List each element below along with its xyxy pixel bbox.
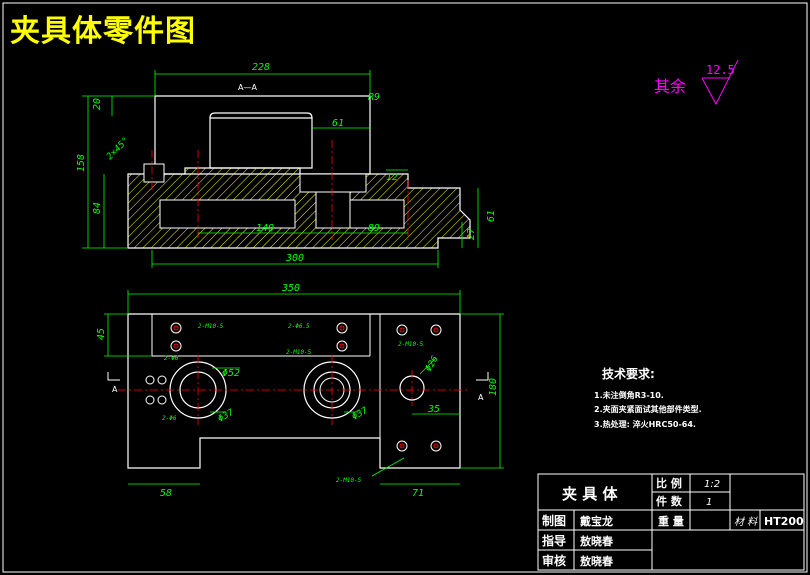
title-block-grid [537, 473, 805, 571]
dim-radius-top: R9 [368, 92, 380, 103]
plan-dimension-lines [104, 290, 504, 485]
dim-base-height: 84 [92, 202, 103, 214]
part-name: 夹 具 体 [562, 485, 618, 503]
qty-label: 件 数 [656, 494, 683, 508]
review-label: 审核 [542, 553, 566, 568]
surface-finish-symbol [701, 59, 739, 106]
hole-note-7: 2-M10-5 [286, 349, 312, 356]
section-dimension-lines [82, 70, 479, 268]
hole-note-2: 2-Φ6.5 [288, 323, 310, 330]
dim-plan-width: 350 [281, 283, 300, 294]
dim-bottom-width: 300 [285, 253, 304, 264]
dim-right-offset: 35 [427, 404, 440, 415]
hole-note-4: 2-M10-5 [398, 341, 424, 348]
dim-step-right: 12 [386, 172, 398, 183]
dim-overall-height: 158 [76, 154, 87, 172]
dim-dia-large: Φ52 [222, 368, 240, 379]
drawn-label: 制图 [542, 513, 566, 528]
dim-hole-span1: 140 [256, 223, 274, 234]
dim-dia-right: Φ26 [424, 354, 441, 373]
dim-hole-span2: 89 [368, 223, 380, 234]
qty-value: 1 [706, 497, 712, 508]
dim-plan-left-h: 45 [96, 328, 107, 340]
dim-plan-right-h: 180 [488, 378, 499, 396]
material-value: HT200 [764, 515, 804, 528]
scale-label: 比 例 [656, 476, 682, 490]
dim-top-height: 20 [92, 98, 103, 110]
guide-label: 指导 [542, 533, 566, 548]
material-label: 材 料 [734, 516, 758, 528]
tech-item-3: 3.热处理: 淬火HRC50-64. [594, 419, 696, 429]
review-name: 敖晓春 [580, 554, 614, 568]
section-view [127, 95, 471, 249]
surface-finish-label: 其余 [654, 77, 686, 96]
drawn-name: 戴宝龙 [580, 514, 613, 528]
dim-right-height: 61 [486, 210, 497, 222]
dim-dia-small: Φ37 [217, 408, 237, 425]
scale-value: 1:2 [704, 479, 720, 490]
tech-heading: 技术要求: [602, 366, 655, 381]
dim-bottom-right: 71 [412, 488, 424, 499]
dim-bottom-left: 58 [160, 488, 172, 499]
weight-label: 重 量 [658, 514, 684, 528]
guide-name: 敖晓春 [580, 534, 614, 548]
surface-finish-value: 12.5 [706, 63, 735, 77]
hole-note-1: 2-M10-5 [198, 323, 224, 330]
drawing-title: 夹具体零件图 [10, 14, 196, 49]
plan-view [118, 313, 470, 469]
tech-item-1: 1.未注倒角R3-10. [594, 390, 664, 400]
hole-note-6: 2-M10-5 [336, 477, 362, 484]
hole-note-3: 2-Φ6 [164, 355, 179, 362]
section-mark-right: A [478, 393, 484, 402]
dim-left-chamfer: 2×45° [105, 136, 131, 162]
tech-item-2: 2.夹面夹紧面试其他部件类型. [594, 404, 702, 414]
dim-right-low: 27 [466, 228, 477, 240]
hole-note-5: 2-Φ6 [162, 415, 177, 422]
section-label: A—A [238, 83, 257, 92]
section-cut-marks [107, 372, 489, 381]
dim-slot-width: 61 [332, 118, 344, 129]
dim-top-width: 228 [252, 62, 270, 73]
section-mark-left: A [112, 385, 118, 394]
